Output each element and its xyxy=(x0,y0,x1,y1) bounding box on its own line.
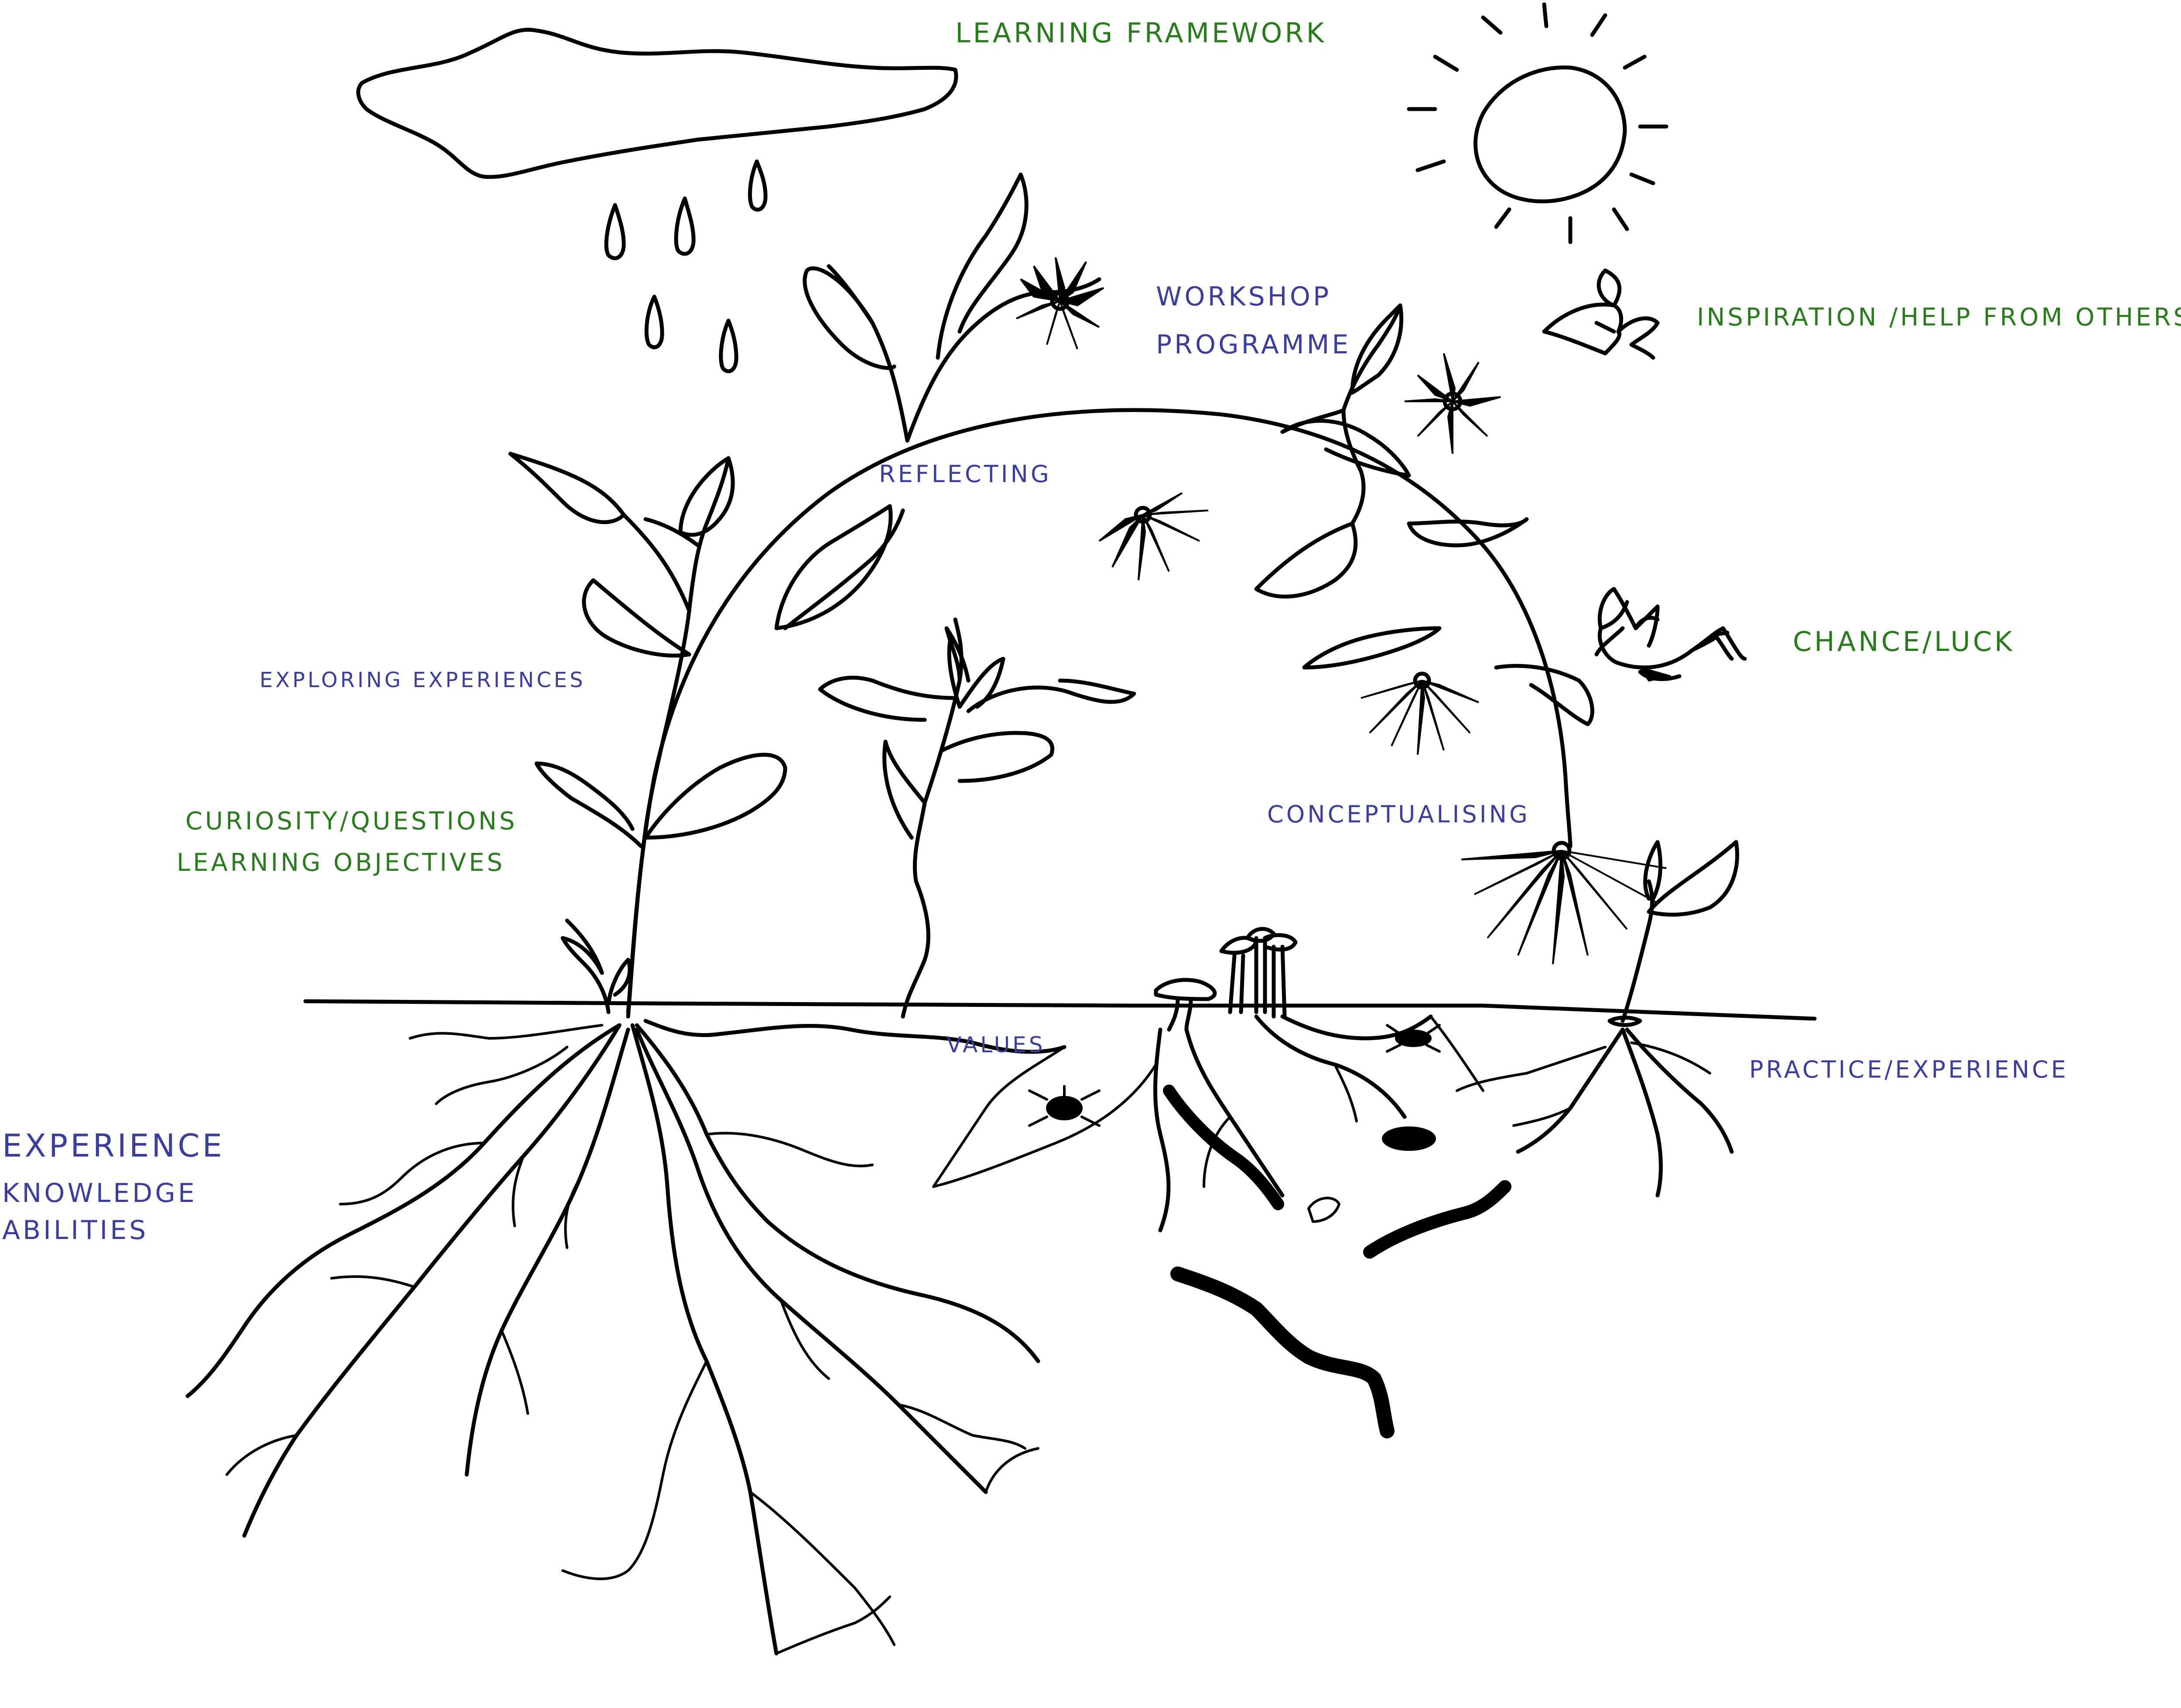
leaf-icon xyxy=(818,626,1136,840)
label-reflecting: REFLECTING xyxy=(879,460,1052,488)
raindrop-icon xyxy=(644,294,664,349)
label-knowledge: KNOWLEDGE xyxy=(2,1178,197,1208)
label-workshop-programme-line1: WORKSHOP xyxy=(1156,281,1332,312)
leaf-icon xyxy=(803,172,1029,370)
bird-icon xyxy=(1594,587,1747,682)
sprout-icon xyxy=(561,918,632,1014)
label-practice-experience: PRACTICE/EXPERIENCE xyxy=(1749,1056,2069,1083)
label-workshop-programme-line2: PROGRAMME xyxy=(1156,329,1351,360)
label-curiosity-questions: CURIOSITY/QUESTIONS xyxy=(185,807,518,835)
label-exploring-experiences: EXPLORING EXPERIENCES xyxy=(260,668,586,692)
leaf-icon xyxy=(774,504,893,630)
leaf-icon xyxy=(508,452,787,849)
label-conceptualising: CONCEPTUALISING xyxy=(1267,801,1530,828)
raindrop-icon xyxy=(604,203,626,260)
label-learning-objectives: LEARNING OBJECTIVES xyxy=(177,849,505,877)
flower-icon xyxy=(1361,671,1479,755)
flower-icon xyxy=(1098,492,1209,581)
sun-icon xyxy=(1407,2,1668,244)
arch-stem xyxy=(626,408,1573,1014)
worm-icon xyxy=(1163,1085,1511,1438)
label-inspiration: INSPIRATION /HELP FROM OTHERS xyxy=(1697,303,2181,332)
beetle-icon xyxy=(1028,1024,1441,1223)
raindrops xyxy=(604,159,768,373)
raindrop-icon xyxy=(748,159,768,212)
label-abilities: ABILITIES xyxy=(2,1215,149,1246)
raindrop-icon xyxy=(674,196,696,256)
label-experience: EXPERIENCE xyxy=(2,1127,225,1164)
flower-icon xyxy=(1404,353,1501,454)
sprout-icon xyxy=(1607,840,1739,1027)
cloud-icon xyxy=(356,27,958,179)
mushroom-icon xyxy=(1154,927,1298,1032)
ground-line xyxy=(303,999,1817,1021)
butterfly-icon xyxy=(1542,268,1660,360)
flower-icon xyxy=(1461,841,1667,965)
raindrop-icon xyxy=(719,318,738,373)
label-values: VALUES xyxy=(947,1032,1046,1058)
leaf-icon xyxy=(1254,303,1594,726)
label-chance-luck: CHANCE/LUCK xyxy=(1793,626,2015,657)
label-learning-framework: LEARNING FRAMEWORK xyxy=(955,17,1327,49)
left-plant-stem xyxy=(626,609,691,1019)
root-icon xyxy=(185,1019,1157,1656)
flower-icon xyxy=(1016,257,1104,349)
root-icon xyxy=(1153,1014,1734,1232)
